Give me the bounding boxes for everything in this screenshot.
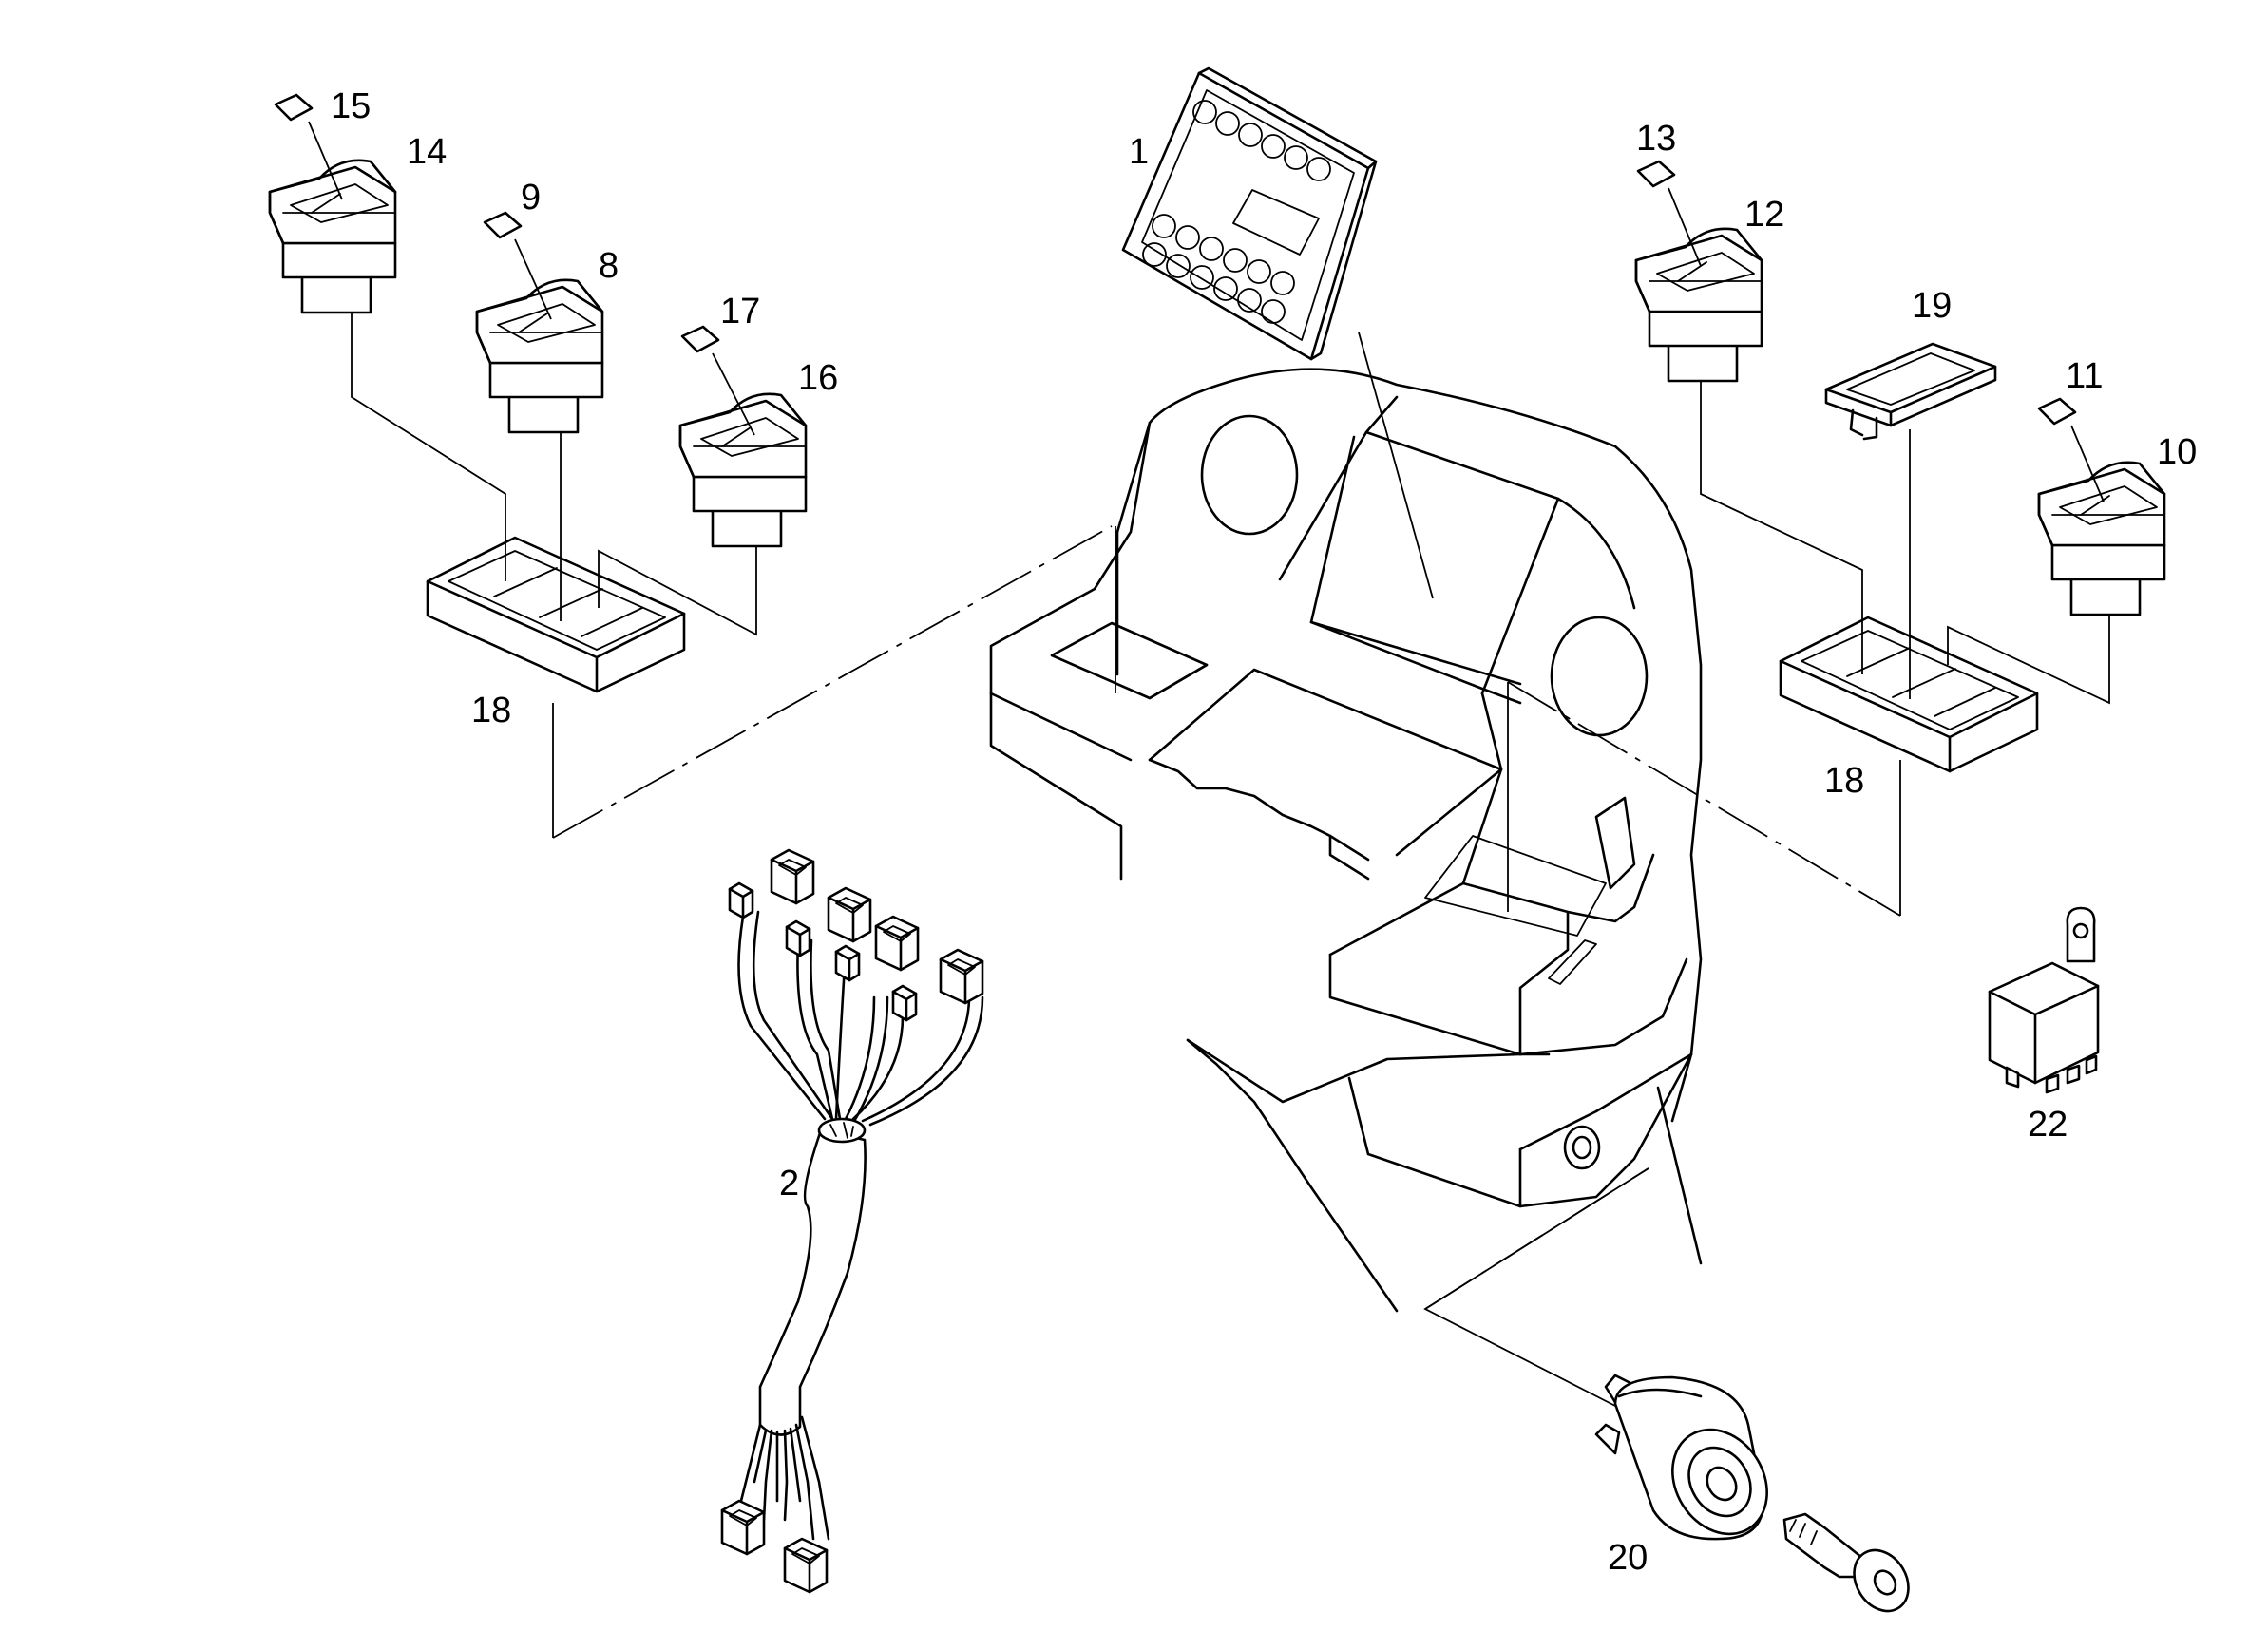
callout-10: 10	[2157, 432, 2197, 472]
dashboard-console	[989, 368, 1703, 1313]
part-12-rocker-switch	[1634, 227, 1763, 383]
part-8-rocker-switch	[475, 278, 604, 434]
part-17-switch-cap	[680, 325, 720, 353]
part-2-wiring-harness	[720, 848, 984, 1594]
part-15-switch-cap	[274, 93, 314, 122]
part-13-switch-cap	[1636, 160, 1676, 188]
part-22-relay	[1988, 906, 2100, 1094]
callout-9: 9	[521, 178, 541, 218]
callout-18-right: 18	[1824, 761, 1864, 801]
part-18-switch-tray-right	[1779, 616, 2039, 773]
callout-13: 13	[1636, 119, 1676, 159]
callout-17: 17	[720, 292, 760, 332]
part-14-rocker-switch	[268, 159, 397, 314]
callout-18-left: 18	[471, 691, 511, 730]
callout-1: 1	[1129, 132, 1149, 172]
callout-8: 8	[599, 246, 619, 286]
callout-11: 11	[2066, 356, 2103, 396]
part-19-label-plate	[1824, 342, 1997, 441]
dash-dot-reference-lines	[552, 525, 1901, 1310]
callout-20: 20	[1608, 1538, 1648, 1578]
part-20-ignition-switch	[1594, 1374, 1910, 1613]
callout-15: 15	[331, 86, 371, 126]
part-9-switch-cap	[483, 211, 523, 239]
part-10-rocker-switch	[2037, 461, 2166, 616]
callout-12: 12	[1744, 195, 1784, 235]
callout-22: 22	[2028, 1105, 2068, 1145]
callout-labels: 1 2 8 9 10 11 12 13 14 15 16 17 18 18 19…	[331, 86, 2197, 1578]
part-11-switch-cap	[2037, 397, 2077, 426]
callout-16: 16	[798, 358, 838, 398]
callout-19: 19	[1912, 286, 1952, 326]
callout-14: 14	[407, 132, 447, 172]
part-1-display-panel	[1121, 66, 1378, 361]
part-16-rocker-switch	[678, 392, 808, 548]
part-18-switch-tray-left	[426, 536, 686, 693]
callout-2: 2	[779, 1164, 799, 1204]
